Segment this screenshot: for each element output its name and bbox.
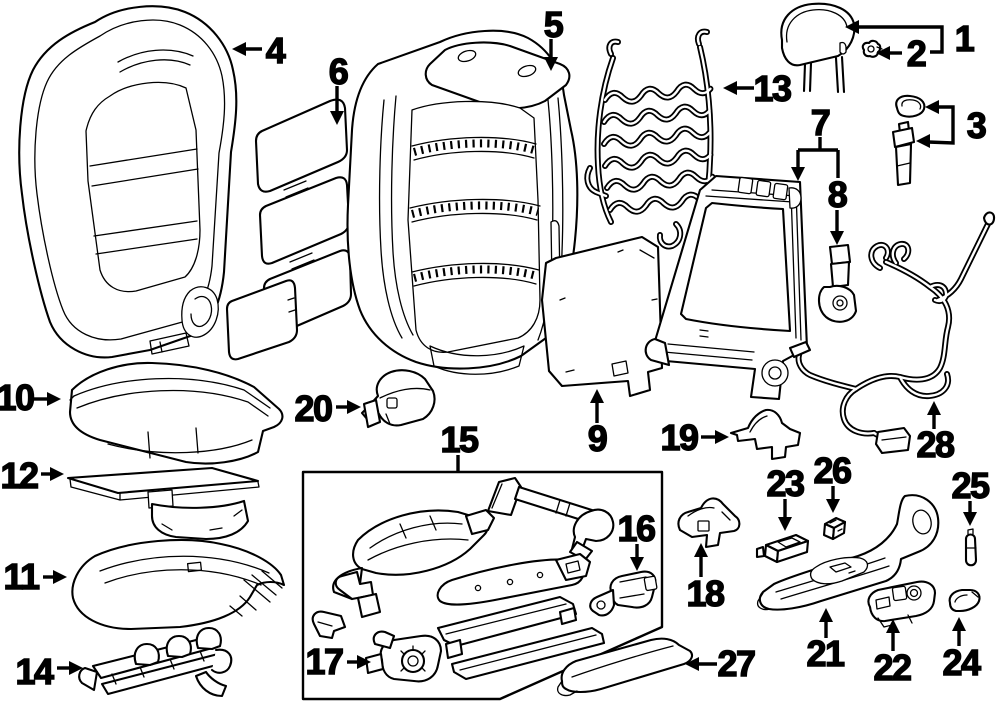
callout-17[interactable]: 17 bbox=[305, 640, 371, 683]
callout-16[interactable]: 16 bbox=[617, 507, 657, 571]
callout-27-label: 27 bbox=[717, 643, 755, 684]
callout-24-label: 24 bbox=[942, 642, 981, 683]
callout-14-label: 14 bbox=[15, 651, 54, 692]
callout-25[interactable]: 25 bbox=[951, 464, 992, 526]
callout-8-label: 8 bbox=[828, 174, 847, 215]
callout-28-label: 28 bbox=[916, 424, 954, 465]
callout-2[interactable]: 2 bbox=[876, 32, 928, 75]
callout-6[interactable]: 6 bbox=[328, 50, 350, 125]
callout-23-label: 23 bbox=[766, 463, 804, 504]
callout-25-label: 25 bbox=[951, 465, 990, 506]
callout-13[interactable]: 13 bbox=[723, 67, 793, 110]
seat-back-panel bbox=[540, 235, 664, 398]
callout-22-label: 22 bbox=[873, 647, 911, 688]
callout-6-label: 6 bbox=[329, 51, 348, 92]
callout-11[interactable]: 11 bbox=[3, 555, 67, 598]
retainer-pin bbox=[964, 528, 978, 567]
switch-knob bbox=[948, 588, 981, 613]
callout-1-label: 1 bbox=[955, 18, 975, 59]
headrest bbox=[780, 2, 856, 94]
callout-8[interactable]: 8 bbox=[827, 173, 849, 245]
callout-7-label: 7 bbox=[811, 102, 830, 143]
callout-4[interactable]: 4 bbox=[232, 29, 288, 72]
callout-26[interactable]: 26 bbox=[813, 449, 853, 513]
track-motor bbox=[589, 570, 658, 617]
callout-1[interactable]: 1 bbox=[845, 17, 977, 60]
recliner-actuator bbox=[817, 243, 858, 323]
side-trim-strip bbox=[556, 637, 694, 697]
headrest-guide-parts bbox=[891, 94, 926, 187]
seat-back-frame bbox=[644, 174, 809, 401]
callout-18-label: 18 bbox=[686, 573, 724, 614]
seat-cushion-mat bbox=[66, 466, 260, 541]
callout-12[interactable]: 12 bbox=[0, 454, 64, 497]
seat-cushion-pad bbox=[71, 538, 286, 631]
callout-14[interactable]: 14 bbox=[15, 650, 83, 693]
inner-side-shield bbox=[360, 369, 436, 429]
callout-9[interactable]: 9 bbox=[587, 389, 609, 460]
outer-side-shield bbox=[756, 494, 940, 611]
callout-28[interactable]: 28 bbox=[916, 401, 956, 466]
switch-clip bbox=[755, 533, 810, 564]
callout-23[interactable]: 23 bbox=[766, 462, 806, 531]
seat-cushion-cover bbox=[68, 361, 284, 465]
cushion-frame bbox=[78, 626, 233, 698]
callout-17-label: 17 bbox=[305, 641, 343, 682]
callout-26-label: 26 bbox=[813, 450, 851, 491]
seat-wiring-harness bbox=[788, 211, 996, 455]
callout-22[interactable]: 22 bbox=[873, 619, 913, 689]
callout-3[interactable]: 3 bbox=[916, 100, 988, 148]
callout-19-label: 19 bbox=[660, 417, 698, 458]
lumbar-support-mat bbox=[584, 28, 716, 250]
track-bracket bbox=[677, 497, 741, 549]
callout-13-label: 13 bbox=[753, 68, 791, 109]
callout-19[interactable]: 19 bbox=[660, 416, 729, 459]
callout-12-label: 12 bbox=[0, 455, 38, 496]
seat-back-trim-panels bbox=[225, 98, 353, 361]
callout-20[interactable]: 20 bbox=[294, 387, 361, 430]
callout-20-label: 20 bbox=[294, 388, 332, 429]
callout-11-label: 11 bbox=[3, 556, 40, 597]
callout-5-label: 5 bbox=[544, 4, 564, 45]
callout-10[interactable]: 10 bbox=[0, 376, 61, 419]
frame-bracket bbox=[729, 408, 802, 461]
seat-back-cover bbox=[18, 5, 238, 359]
callout-15-label: 15 bbox=[440, 419, 479, 460]
track-gear-motor bbox=[364, 630, 443, 683]
callout-5[interactable]: 5 bbox=[543, 3, 566, 71]
callout-16-label: 16 bbox=[617, 508, 655, 549]
callout-18[interactable]: 18 bbox=[686, 543, 726, 615]
callout-21[interactable]: 21 bbox=[806, 608, 847, 675]
headrest-guide-knob bbox=[861, 39, 883, 58]
callout-4-label: 4 bbox=[266, 30, 286, 71]
callout-10-label: 10 bbox=[0, 377, 34, 418]
seat-track-assembly bbox=[311, 476, 615, 681]
callout-27[interactable]: 27 bbox=[685, 642, 757, 685]
small-clip bbox=[822, 516, 847, 541]
callout-7[interactable]: 7 bbox=[791, 101, 840, 181]
seat-adjuster-switch bbox=[867, 580, 937, 628]
callout-9-label: 9 bbox=[588, 418, 607, 459]
callout-2-label: 2 bbox=[907, 33, 926, 74]
callout-21-label: 21 bbox=[806, 633, 845, 674]
callout-24[interactable]: 24 bbox=[942, 617, 983, 684]
callout-15[interactable]: 15 bbox=[440, 418, 481, 471]
callout-3-label: 3 bbox=[967, 105, 986, 146]
seat-back-cushion-pad bbox=[346, 29, 579, 375]
